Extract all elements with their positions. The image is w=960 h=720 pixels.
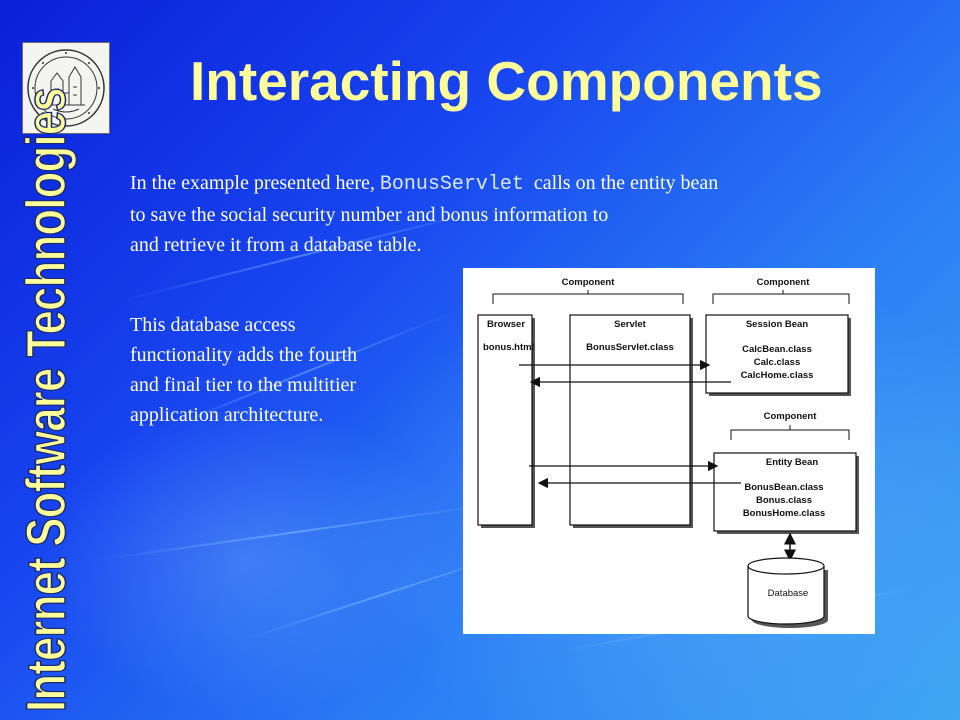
browser-box: Browser bonus.html <box>477 314 535 528</box>
component-bracket-3 <box>730 425 850 440</box>
session-bean-title: Session Bean <box>746 319 808 330</box>
session-bean-box: Session Bean CalcBean.class Calc.class C… <box>705 314 851 396</box>
paragraph-tier-text: application architecture. <box>130 404 324 426</box>
vertical-brand-title: Internet Software Technologies <box>13 88 77 713</box>
entity-bean-file: BonusHome.class <box>743 508 825 519</box>
component-bracket-2 <box>712 290 850 304</box>
paragraph-intro-text: calls on the entity bean <box>523 172 719 194</box>
component-label-1: Component <box>562 277 616 288</box>
component-label-2: Component <box>757 277 811 288</box>
browser-file: bonus.html <box>483 342 534 353</box>
database-label: Database <box>768 588 809 599</box>
university-seal-icon <box>22 42 110 134</box>
browser-title: Browser <box>487 319 525 330</box>
architecture-diagram: Component Component Browser bonus.html S… <box>463 268 875 634</box>
code-bonusservlet: BonusServlet <box>379 173 524 196</box>
paragraph-tier-text: functionality adds the fourth <box>130 344 358 366</box>
component-bracket-1 <box>492 290 684 304</box>
component-label-3: Component <box>764 411 818 422</box>
servlet-box: Servlet BonusServlet.class <box>569 314 693 528</box>
servlet-title: Servlet <box>614 319 647 330</box>
database-cylinder: Database <box>747 557 828 628</box>
paragraph-tier-text: and final tier to the multitier <box>130 374 357 396</box>
entity-bean-title: Entity Bean <box>766 457 818 468</box>
servlet-file: BonusServlet.class <box>586 342 674 353</box>
slide-title: Interacting Components <box>190 50 823 112</box>
paragraph-intro-text: and retrieve it from a database table. <box>130 234 422 256</box>
paragraph-intro-text: to save the social security number and b… <box>130 204 609 226</box>
session-bean-file: CalcBean.class <box>742 344 812 355</box>
paragraph-tier: This database access functionality adds … <box>130 310 460 430</box>
paragraph-tier-text: This database access <box>130 314 296 336</box>
session-bean-file: CalcHome.class <box>741 370 814 381</box>
entity-bean-file: Bonus.class <box>756 495 812 506</box>
background-streak <box>89 501 507 562</box>
entity-bean-box: Entity Bean BonusBean.class Bonus.class … <box>713 452 859 534</box>
paragraph-intro-text: In the example presented here, <box>130 172 380 194</box>
session-bean-file: Calc.class <box>754 357 800 368</box>
entity-bean-file: BonusBean.class <box>744 482 823 493</box>
paragraph-intro: In the example presented here, BonusServ… <box>130 168 930 260</box>
